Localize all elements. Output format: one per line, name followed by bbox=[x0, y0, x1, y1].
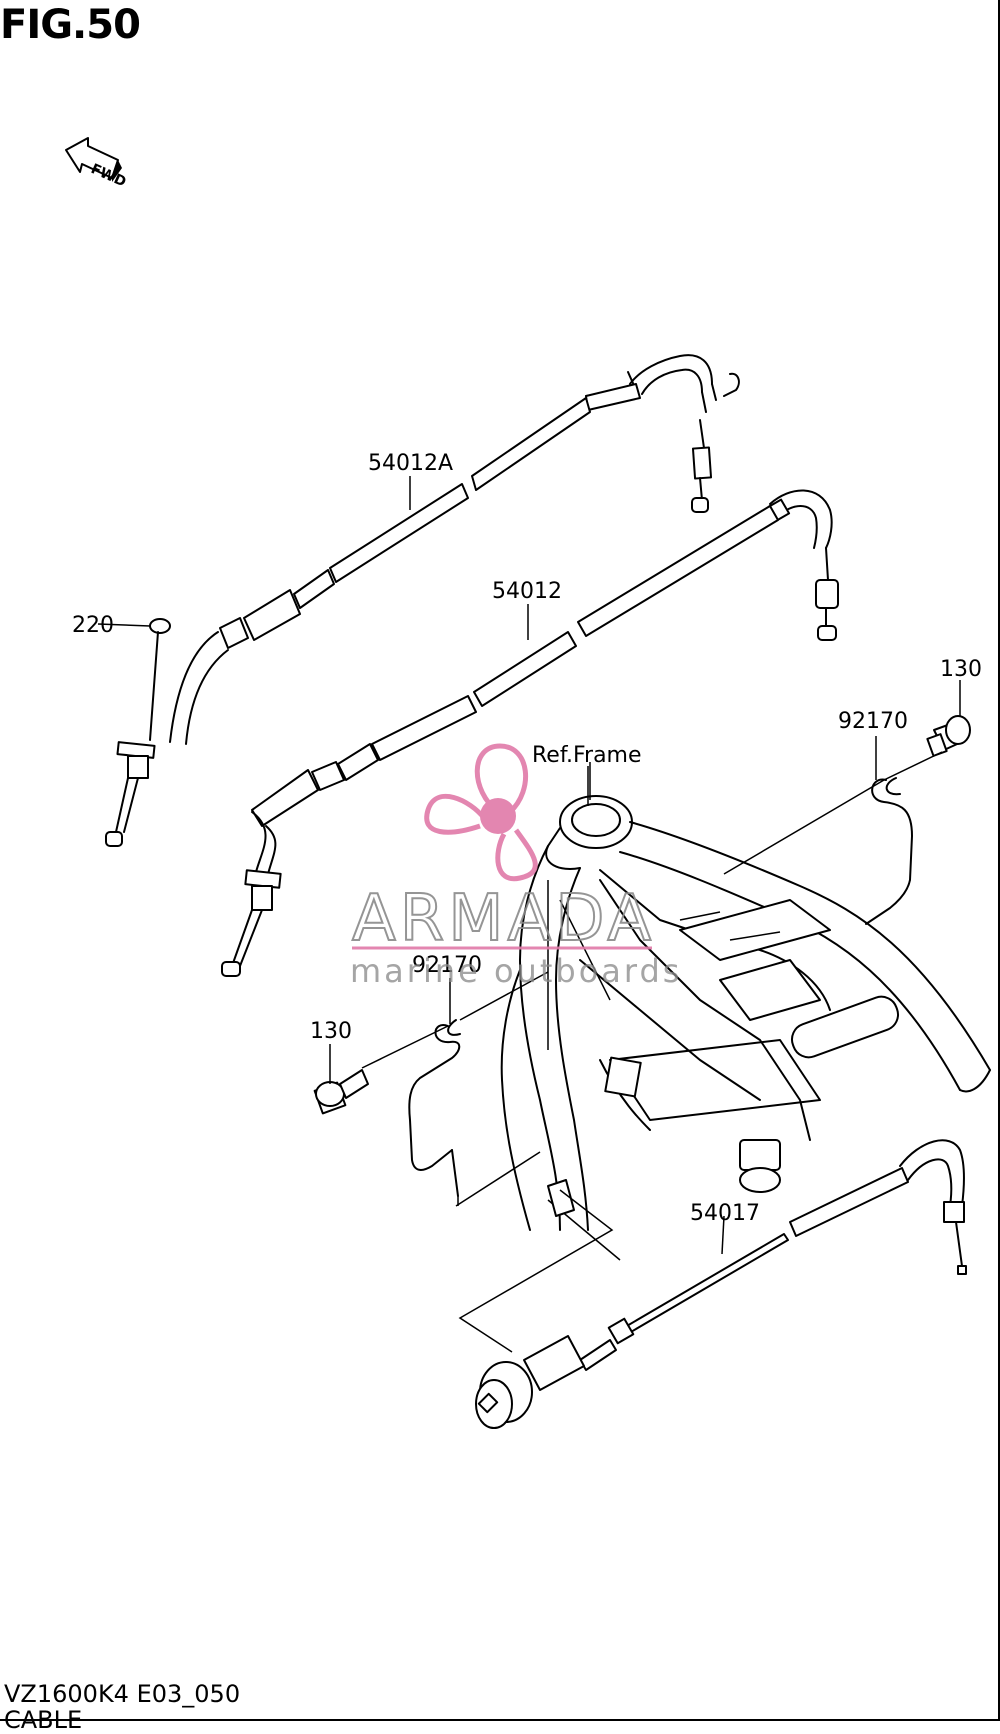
throttle-cable bbox=[221, 489, 839, 977]
propeller-logo-icon bbox=[424, 743, 538, 882]
watermark-tagline: marine outboards bbox=[350, 952, 682, 990]
model-code: VZ1600K4 E03_050 bbox=[4, 1680, 241, 1708]
clamp-left bbox=[408, 1019, 461, 1197]
figure-title: FIG.50 bbox=[0, 2, 141, 48]
motorcycle-frame bbox=[500, 762, 991, 1261]
label-130-left: 130 bbox=[310, 1019, 352, 1044]
bottom-border bbox=[0, 1719, 1000, 1721]
label-92170-right: 92170 bbox=[838, 709, 908, 734]
label-130-right: 130 bbox=[940, 657, 982, 682]
throttle-cable-a bbox=[97, 354, 740, 847]
label-92170-left: 92170 bbox=[412, 953, 482, 978]
clamp-right bbox=[865, 777, 913, 925]
fwd-arrow-icon: FWD bbox=[65, 137, 128, 191]
label-54012: 54012 bbox=[492, 579, 562, 604]
watermark-brand: ARMADA bbox=[352, 882, 655, 956]
label-ref-frame: Ref.Frame bbox=[532, 743, 642, 768]
bolt-left bbox=[313, 971, 549, 1207]
watermark: ARMADA marine outboards bbox=[350, 743, 682, 990]
right-border bbox=[998, 0, 1000, 1721]
bolt-right bbox=[723, 680, 971, 875]
label-220: 220 bbox=[72, 613, 114, 638]
label-54012a: 54012A bbox=[368, 451, 453, 476]
label-54017: 54017 bbox=[690, 1201, 760, 1226]
choke-cable bbox=[458, 1139, 967, 1429]
